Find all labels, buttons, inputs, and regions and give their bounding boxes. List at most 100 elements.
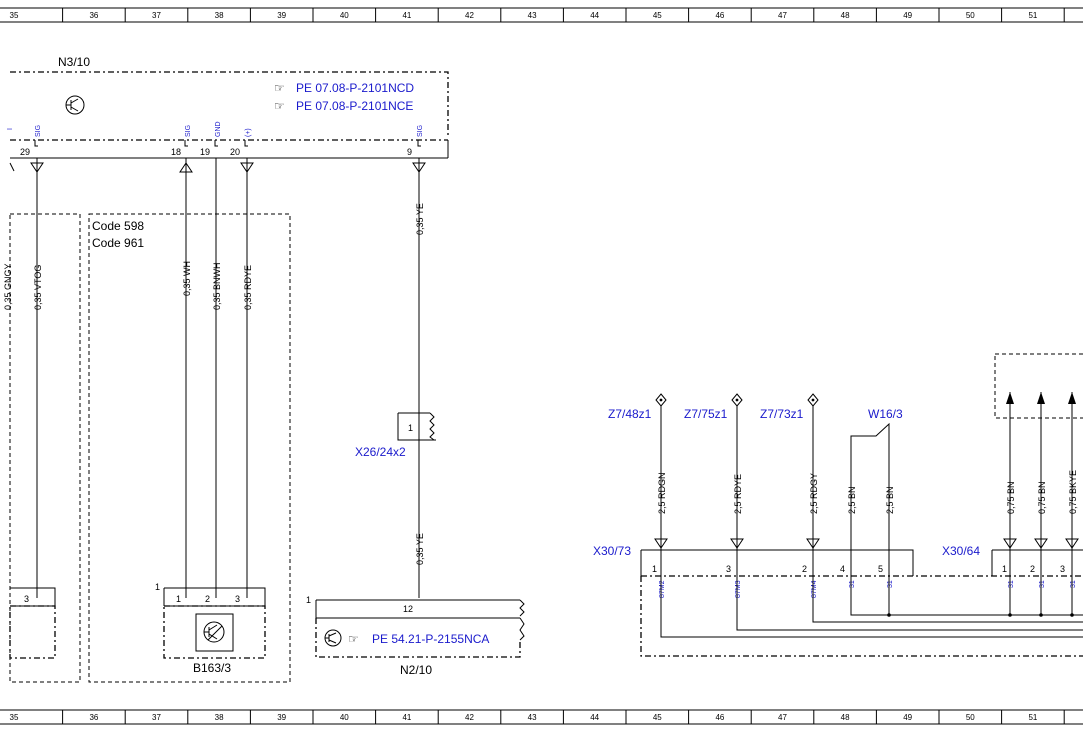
transistor-icon [324, 629, 342, 647]
pin-type-18: SIG [185, 125, 192, 137]
svg-text:2,5 RDGN: 2,5 RDGN [657, 472, 667, 514]
b163-3-component[interactable]: 1 1 2 3 B163/3 [155, 582, 266, 675]
svg-text:0,35 GNGY: 0,35 GNGY [3, 263, 13, 310]
transistor-icon [65, 95, 85, 115]
svg-text:2,5 RDGY: 2,5 RDGY [809, 473, 819, 514]
ground-w16-3[interactable]: W16/3 2,5 BN 2,5 BN [847, 407, 903, 578]
pin-type-clip: I [7, 128, 14, 130]
svg-text:2,5 BN: 2,5 BN [885, 486, 895, 514]
x30-73-pin-1: 1 [652, 564, 657, 574]
b163-pin-3: 3 [235, 594, 240, 604]
ruler-column-36: 36 [89, 713, 98, 722]
pin-9: 9 [407, 147, 412, 157]
n2-10-label: N2/10 [400, 663, 432, 677]
ruler-column-44: 44 [590, 11, 599, 20]
svg-text:Z7/48z1: Z7/48z1 [608, 407, 652, 421]
ruler-column-43: 43 [528, 713, 537, 722]
wire-left-clipped: 0,35 GNGY [3, 263, 13, 310]
pin-type-20: (+) [245, 128, 252, 137]
code-region-left [9, 213, 81, 683]
x30-73-pin-3: 3 [726, 564, 731, 574]
svg-text:Z7/75z1: Z7/75z1 [684, 407, 728, 421]
hand-pointer-icon: ☞ [274, 81, 285, 95]
b163-pin-2: 2 [205, 594, 210, 604]
wire-rdye: 0,35 RDYE [240, 158, 254, 598]
svg-text:31: 31 [849, 580, 856, 588]
x30-73-pin-2: 2 [802, 564, 807, 574]
svg-text:87M3: 87M3 [735, 580, 742, 598]
wire-vtog: 0,35 VTOG [30, 158, 44, 598]
sensor-transistor-icon [203, 621, 225, 643]
x26-24x2-connector[interactable]: 1 X26/24x2 [355, 412, 436, 459]
ruler-column-38: 38 [215, 713, 224, 722]
pin-20: 20 [230, 147, 240, 157]
left-pin-3: 3 [24, 594, 29, 604]
splice-z7-75z1[interactable]: Z7/75z1 2,5 RDYE [684, 393, 744, 578]
svg-text:0,35 WH: 0,35 WH [182, 261, 192, 296]
wire-bnwh: 0,35 BNWH [212, 158, 222, 598]
svg-text:0,75 BN: 0,75 BN [1006, 481, 1016, 514]
x30-73-pin-4: 4 [840, 564, 845, 574]
n2-10-component[interactable]: 1 12 ☞ PE 54.21-P-2155NCA N2/10 [306, 595, 525, 677]
svg-text:87M4: 87M4 [811, 580, 818, 598]
x30-64-pin-2: 2 [1030, 564, 1035, 574]
pin-19: 19 [200, 147, 210, 157]
svg-text:PE 54.21-P-2155NCA: PE 54.21-P-2155NCA [372, 632, 489, 646]
code-598: Code 598 [92, 219, 144, 233]
ruler-column-42: 42 [465, 11, 474, 20]
n3-10-component: N3/10 ☞ PE 07.08-P-2101NCD ☞ PE 07.08-P-… [7, 55, 449, 159]
x30-64-pin-1: 1 [1002, 564, 1007, 574]
ruler-column-39: 39 [277, 11, 286, 20]
n3-10-ref-2[interactable]: ☞ PE 07.08-P-2101NCE [274, 99, 413, 113]
n3-10-ref-1[interactable]: ☞ PE 07.08-P-2101NCD [274, 81, 414, 95]
svg-text:0,35 YE: 0,35 YE [415, 533, 425, 565]
ruler-column-38: 38 [215, 11, 224, 20]
ruler-column-50: 50 [966, 713, 975, 722]
pin-type-9: SIG [417, 125, 424, 137]
n3-10-label: N3/10 [58, 55, 90, 69]
wire-ye: 0,35 YE 0,35 YE [412, 158, 426, 598]
svg-text:2,5 BN: 2,5 BN [847, 486, 857, 514]
pin-type-29: SIG [35, 125, 42, 137]
ruler-column-45: 45 [653, 11, 662, 20]
svg-text:31: 31 [887, 580, 894, 588]
ruler-column-50: 50 [966, 11, 975, 20]
svg-text:PE 07.08-P-2101NCD: PE 07.08-P-2101NCD [296, 81, 414, 95]
x30-64-connector[interactable]: X30/64 1 2 3 31 31 31 0,75 BN 0,75 BN 0,… [942, 353, 1083, 617]
hand-pointer-icon: ☞ [274, 99, 285, 113]
ruler-column-47: 47 [778, 11, 787, 20]
svg-text:0,35 VTOG: 0,35 VTOG [33, 265, 43, 310]
ruler-column-35: 35 [10, 11, 19, 20]
x30-64-pin-3: 3 [1060, 564, 1065, 574]
code-961: Code 961 [92, 236, 144, 250]
ruler-column-36: 36 [89, 11, 98, 20]
top-ruler: 35 36 37 38 39 40 41 42 43 44 45 46 47 48 49 50 51 [0, 7, 1083, 23]
wire-wh: 0,35 WH [179, 158, 193, 598]
splice-z7-48z1[interactable]: Z7/48z1 2,5 RDGN [608, 393, 668, 578]
ruler-column-46: 46 [715, 713, 724, 722]
x30-73-connector[interactable]: X30/73 1 3 2 4 5 87M2 87M3 87M4 31 31 [593, 544, 1083, 657]
x26-24x2-label: X26/24x2 [355, 445, 406, 459]
ruler-column-43: 43 [528, 11, 537, 20]
ruler-column-49: 49 [903, 11, 912, 20]
ruler-column-39: 39 [277, 713, 286, 722]
ruler-column-41: 41 [402, 11, 411, 20]
ruler-column-35: 35 [10, 713, 19, 722]
svg-text:31: 31 [1039, 580, 1046, 588]
ruler-column-48: 48 [841, 11, 850, 20]
ruler-column-47: 47 [778, 713, 787, 722]
ruler-column-37: 37 [152, 713, 161, 722]
ruler-column-37: 37 [152, 11, 161, 20]
ruler-column-51: 51 [1028, 11, 1037, 20]
splice-z7-73z1[interactable]: Z7/73z1 2,5 RDGY [760, 393, 820, 578]
n2-10-ref[interactable]: ☞ PE 54.21-P-2155NCA [348, 632, 489, 646]
x30-73-pin-5: 5 [878, 564, 883, 574]
pin-type-19: GND [215, 121, 222, 137]
hand-pointer-icon: ☞ [348, 632, 359, 646]
ruler-column-51: 51 [1028, 713, 1037, 722]
ruler-column-46: 46 [715, 11, 724, 20]
ruler-column-40: 40 [340, 11, 349, 20]
left-connector: 3 [9, 587, 56, 659]
